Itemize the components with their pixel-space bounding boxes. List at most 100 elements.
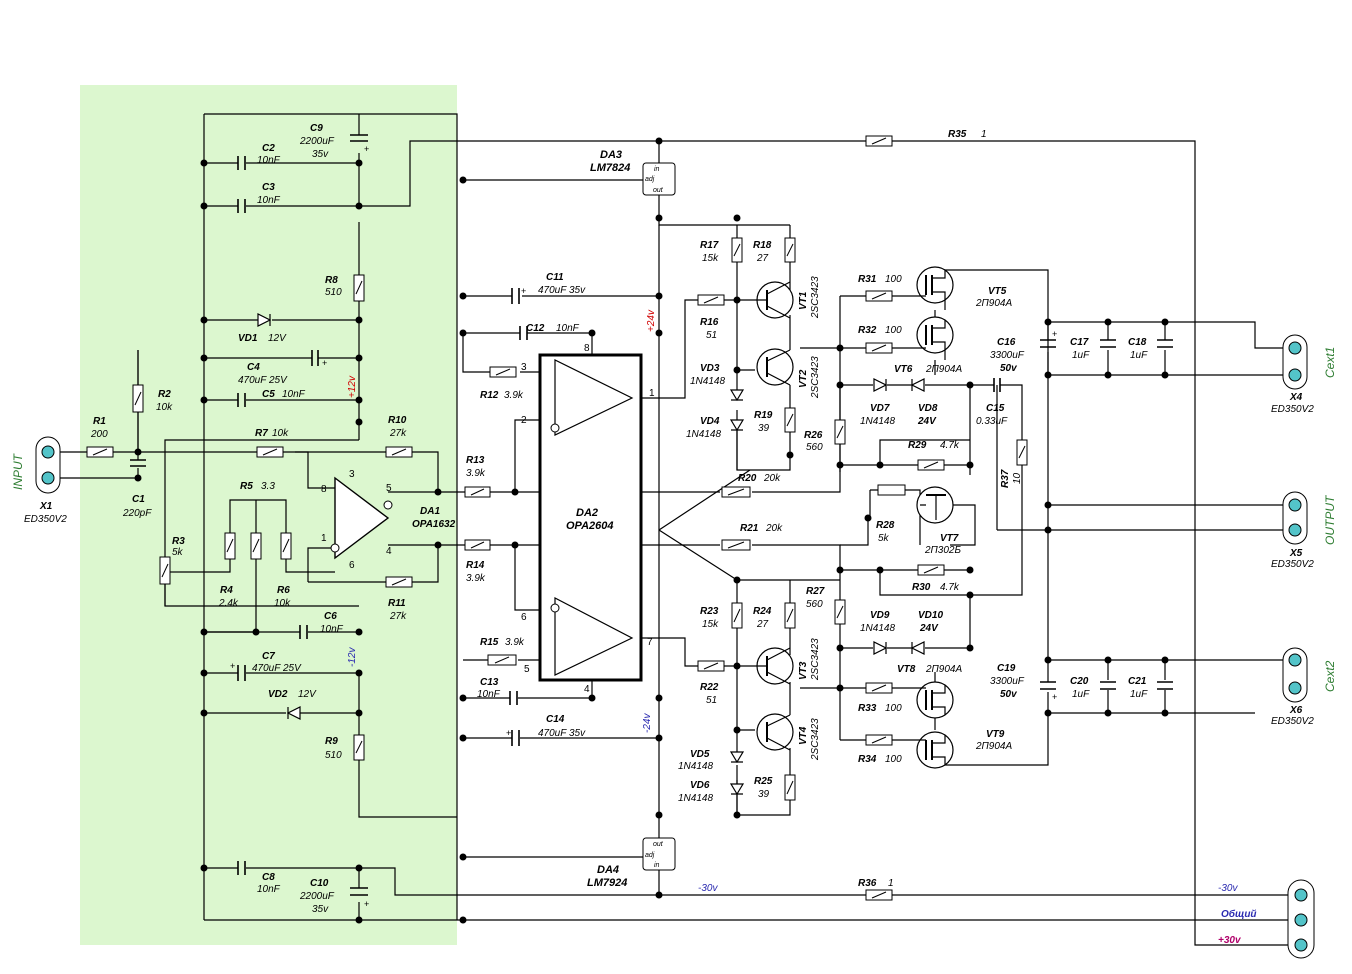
svg-text:C10: C10 [310, 878, 329, 889]
svg-text:R2: R2 [158, 389, 171, 400]
svg-text:12V: 12V [298, 689, 317, 700]
svg-text:220pF: 220pF [122, 508, 152, 519]
svg-text:2П904А: 2П904А [925, 664, 962, 675]
svg-text:39: 39 [758, 423, 770, 434]
svg-text:R31: R31 [858, 274, 877, 285]
svg-text:50v: 50v [1000, 689, 1018, 700]
svg-text:C11: C11 [546, 272, 564, 283]
svg-text:C19: C19 [997, 663, 1016, 674]
rail-m30-right: -30v [1218, 883, 1238, 894]
capacitor-c18 [1157, 339, 1173, 348]
svg-text:50v: 50v [1000, 363, 1018, 374]
svg-text:24V: 24V [917, 416, 937, 427]
svg-text:510: 510 [325, 750, 342, 761]
svg-text:27k: 27k [389, 611, 407, 622]
svg-text:3.9k: 3.9k [505, 637, 525, 648]
svg-text:1: 1 [321, 533, 327, 544]
svg-text:C8: C8 [262, 872, 275, 883]
svg-text:1N4148: 1N4148 [860, 416, 895, 427]
capacitor-c17 [1100, 339, 1116, 348]
svg-text:2П904А: 2П904А [975, 298, 1012, 309]
svg-text:R4: R4 [220, 585, 233, 596]
svg-text:3300uF: 3300uF [990, 676, 1025, 687]
capacitor-c10 [350, 887, 368, 896]
diode-vd4 [729, 419, 745, 432]
svg-text:R35: R35 [948, 129, 967, 140]
svg-text:ED350V2: ED350V2 [1271, 404, 1314, 415]
svg-text:27k: 27k [389, 428, 407, 439]
svg-text:R24: R24 [753, 606, 772, 617]
svg-text:1N4148: 1N4148 [690, 376, 725, 387]
svg-text:1: 1 [649, 388, 655, 399]
diode-vd8 [910, 378, 925, 392]
svg-text:R13: R13 [466, 455, 485, 466]
svg-text:VD1: VD1 [238, 333, 258, 344]
diode-vd5 [729, 751, 745, 764]
svg-text:R28: R28 [876, 520, 895, 531]
polarity-marks: +++ +++ ++ [230, 144, 1057, 909]
svg-text:51: 51 [706, 695, 717, 706]
svg-text:R29: R29 [908, 440, 927, 451]
svg-text:10k: 10k [156, 402, 173, 413]
svg-text:VT3: VT3 [798, 661, 809, 680]
preamp-zone [80, 85, 457, 945]
labels: INPUT OUTPUT Cext1 Cext2 +24v -24v +12v … [11, 123, 1337, 946]
svg-text:1N4148: 1N4148 [686, 429, 721, 440]
svg-text:LM7924: LM7924 [587, 877, 627, 889]
svg-text:DA4: DA4 [597, 864, 619, 876]
transistor-vt4 [756, 713, 794, 751]
svg-text:3: 3 [521, 362, 527, 373]
svg-text:7: 7 [647, 637, 653, 648]
svg-text:100: 100 [885, 703, 902, 714]
svg-text:20k: 20k [765, 523, 783, 534]
op-amp-da1 [330, 476, 393, 560]
svg-text:R3: R3 [172, 536, 185, 547]
capacitor-c6 [299, 625, 308, 639]
ic-da3 [642, 162, 676, 196]
svg-text:51: 51 [706, 330, 717, 341]
svg-text:470uF 35v: 470uF 35v [538, 285, 586, 296]
svg-text:R12: R12 [480, 390, 499, 401]
svg-text:adj: adj [645, 176, 655, 183]
svg-text:C16: C16 [997, 337, 1016, 348]
svg-text:10nF: 10nF [257, 155, 281, 166]
svg-text:5k: 5k [172, 547, 184, 558]
capacitor-c3 [237, 199, 246, 213]
svg-text:27: 27 [756, 253, 769, 264]
svg-text:C2: C2 [262, 143, 275, 154]
svg-text:DA2: DA2 [576, 507, 598, 519]
svg-text:10nF: 10nF [477, 689, 501, 700]
svg-text:R7: R7 [255, 428, 268, 439]
svg-text:R37: R37 [1000, 469, 1011, 488]
capacitor-c21 [1157, 681, 1173, 690]
mosfet-vt5 [916, 266, 954, 310]
svg-text:6: 6 [521, 612, 527, 623]
svg-text:+: + [1052, 329, 1057, 339]
svg-text:C18: C18 [1128, 337, 1147, 348]
capacitor-c12 [519, 326, 528, 340]
ic-da4 [642, 837, 676, 871]
svg-text:C6: C6 [324, 611, 337, 622]
svg-text:2SC3423: 2SC3423 [810, 356, 821, 399]
svg-text:VT6: VT6 [894, 364, 913, 375]
mosfet-vt8 [916, 681, 954, 719]
svg-text:R25: R25 [754, 776, 773, 787]
svg-text:adj: adj [645, 852, 655, 859]
svg-text:10k: 10k [274, 598, 291, 609]
svg-text:VD4: VD4 [700, 416, 720, 427]
svg-text:VT1: VT1 [798, 291, 809, 310]
svg-text:1uF: 1uF [1072, 689, 1090, 700]
svg-text:10nF: 10nF [257, 195, 281, 206]
svg-text:R36: R36 [858, 878, 877, 889]
svg-text:R32: R32 [858, 325, 877, 336]
svg-text:C9: C9 [310, 123, 323, 134]
capacitor-c7 [237, 665, 246, 681]
svg-text:2П302Б: 2П302Б [924, 545, 961, 556]
svg-text:3.9k: 3.9k [504, 390, 524, 401]
capacitor-c1 [130, 459, 146, 467]
mosfets [916, 266, 954, 769]
capacitor-c13 [509, 691, 518, 705]
connector-x5 [1282, 491, 1308, 545]
capacitor-c4 [311, 350, 319, 366]
svg-text:R1: R1 [93, 416, 106, 427]
